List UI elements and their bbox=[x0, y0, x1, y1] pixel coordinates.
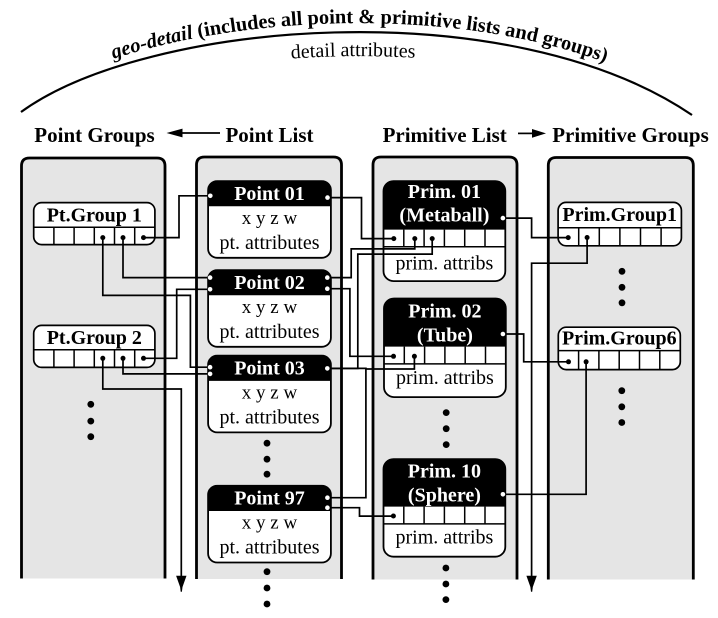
svg-text:Point 03: Point 03 bbox=[234, 358, 305, 380]
svg-text:(Sphere): (Sphere) bbox=[408, 485, 481, 507]
svg-text:Prim. 02: Prim. 02 bbox=[408, 300, 481, 322]
svg-text:x y z w: x y z w bbox=[242, 208, 298, 229]
svg-text:Prim. 01: Prim. 01 bbox=[408, 181, 481, 203]
svg-text:x y z w: x y z w bbox=[242, 383, 298, 404]
svg-text:Primitive List: Primitive List bbox=[383, 123, 507, 147]
svg-text:Prim.Group6: Prim.Group6 bbox=[562, 328, 677, 350]
svg-text:Point List: Point List bbox=[225, 123, 313, 147]
svg-text:prim. attribs: prim. attribs bbox=[396, 367, 494, 389]
svg-text:(Metaball): (Metaball) bbox=[399, 205, 489, 227]
svg-text:Point Groups: Point Groups bbox=[34, 123, 154, 147]
svg-text:pt. attributes: pt. attributes bbox=[220, 407, 320, 429]
svg-text:Pt.Group 2: Pt.Group 2 bbox=[47, 327, 142, 349]
svg-text:detail attributes: detail attributes bbox=[290, 39, 416, 63]
svg-text:pt. attributes: pt. attributes bbox=[220, 232, 320, 254]
svg-text:(Tube): (Tube) bbox=[417, 325, 473, 347]
svg-text:Primitive Groups: Primitive Groups bbox=[552, 123, 709, 147]
svg-text:Pt.Group 1: Pt.Group 1 bbox=[47, 204, 142, 226]
svg-text:x y z w: x y z w bbox=[242, 513, 298, 534]
svg-text:prim. attribs: prim. attribs bbox=[396, 253, 494, 275]
svg-text:prim. attribs: prim. attribs bbox=[396, 527, 494, 549]
svg-text:Point 97: Point 97 bbox=[234, 488, 305, 510]
svg-text:Point 02: Point 02 bbox=[234, 272, 305, 294]
svg-text:Prim.Group1: Prim.Group1 bbox=[562, 204, 677, 226]
svg-text:Prim. 10: Prim. 10 bbox=[408, 460, 481, 482]
svg-text:x y z w: x y z w bbox=[242, 297, 298, 318]
svg-text:pt. attributes: pt. attributes bbox=[220, 537, 320, 559]
svg-text:pt. attributes: pt. attributes bbox=[220, 321, 320, 343]
svg-text:Point 01: Point 01 bbox=[234, 183, 305, 205]
